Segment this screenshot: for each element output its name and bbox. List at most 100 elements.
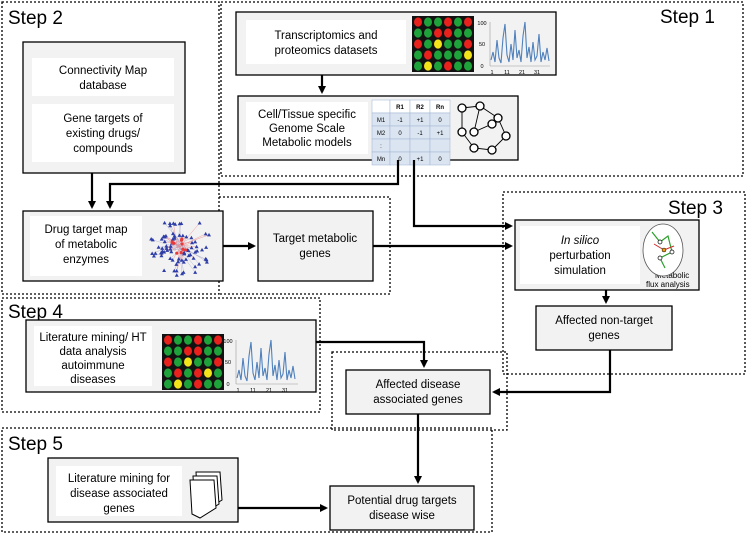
hairball-edge (178, 243, 207, 263)
gsmm-line3: Metabolic models (262, 137, 352, 149)
matrix-cell-text: Mn (377, 157, 385, 163)
mini-chart1-xtick-21: 21 (519, 70, 525, 76)
matrix-cell (389, 138, 411, 153)
heatmap-cell (434, 61, 442, 71)
hairball-node (160, 246, 165, 250)
affected-nontarget-line1: Affected non-target (555, 315, 653, 327)
hairball-node (162, 239, 167, 244)
heatmap-cell (214, 346, 222, 356)
mini-chart1-ytick-0: 0 (480, 64, 483, 70)
heatmap-cell (464, 28, 472, 38)
cmap-label-bg (32, 58, 174, 96)
hairball-hub (179, 238, 184, 242)
drug-target-line3: enzymes (63, 254, 109, 266)
affected-disease-line1: Affected disease (376, 379, 461, 391)
matrix-cell-text: 0 (398, 131, 402, 137)
heatmap-cell (454, 17, 462, 27)
hairball-node (153, 251, 158, 255)
hairball-node (193, 264, 198, 269)
step1-region (220, 1, 744, 177)
mini-chart1-xtick-11: 11 (504, 70, 510, 76)
hairball-node (194, 244, 199, 249)
heatmap-cell (214, 368, 222, 378)
heatmap-cell (174, 379, 182, 389)
heatmap-cell (194, 346, 202, 356)
hairball-node (179, 258, 184, 262)
drug-target-network-icon (149, 220, 212, 277)
hairball-node (159, 237, 164, 241)
hairball-node (177, 221, 182, 226)
matrix-cell (429, 138, 451, 153)
hairball-edge (184, 245, 197, 247)
affected-nontarget-line2: genes (588, 330, 620, 342)
drug-target-label-bg (30, 216, 142, 276)
arrow-nontarget-to-disease (492, 350, 612, 396)
hairball-node (174, 268, 179, 273)
matrix-cell-text: M2 (377, 131, 386, 137)
transcriptomics-label-bg (246, 20, 406, 64)
arrow-gsmm-to-drugmap (106, 160, 400, 209)
heatmap-cell (174, 346, 182, 356)
hairball-node (181, 270, 186, 274)
hairball-node (159, 251, 164, 255)
mini-chart2-xtick-31: 31 (282, 388, 288, 394)
mini-chart2-xtick-21: 21 (266, 388, 272, 394)
potential-line1: Potential drug targets (347, 495, 457, 507)
hairball-node (181, 260, 186, 264)
hairball-node (156, 245, 161, 249)
matrix-cell-text: +1 (417, 118, 425, 124)
insilico-line2: perturbation (549, 250, 610, 262)
heatmap-step4 (162, 334, 224, 390)
hairball-node (159, 253, 164, 258)
heatmap-step1 (412, 16, 474, 72)
mini-chart1-ytick-100: 100 (477, 21, 486, 27)
hairball-node (168, 244, 173, 248)
matrix-cell-text: 0 (438, 157, 442, 163)
hairball-node (193, 270, 198, 274)
hairball-node (164, 244, 169, 248)
potential-box (329, 485, 475, 531)
potential-line2: disease wise (369, 510, 435, 522)
step5-label: Step 5 (8, 434, 63, 455)
literature-ht-line3: autoimmune (61, 360, 124, 372)
matrix-cell-text: -1 (397, 118, 403, 124)
insilico-label-bg (520, 226, 640, 284)
hairball-edge (175, 223, 182, 246)
hairball-edge (172, 249, 180, 261)
mini-chart2-xtick-1: 1 (236, 388, 239, 394)
hairball-node (162, 250, 167, 254)
connectors (88, 75, 612, 512)
matrix-cell-text: : (380, 144, 382, 150)
hairball-edge (178, 246, 183, 274)
matrix-cell-text: 0 (438, 118, 442, 124)
hairball-node (172, 234, 177, 238)
hairball-hub (179, 251, 183, 255)
mini-chart2-series (236, 339, 296, 382)
insilico-line3: simulation (554, 265, 606, 277)
matrix-cell (429, 151, 451, 166)
matrix-cell-text: 0 (398, 157, 402, 163)
heatmap-cell (414, 61, 422, 71)
heatmap-cell (444, 39, 452, 49)
hairball-edge (180, 246, 184, 263)
heatmap-cell (204, 368, 212, 378)
box-texts: Transcriptomics and proteomics datasets … (39, 30, 689, 522)
hairball-node (151, 254, 156, 258)
heatmap-cell (454, 50, 462, 60)
hairball-node (176, 259, 181, 264)
insilico-line1: In silico (561, 235, 600, 247)
heatmap-cell (464, 50, 472, 60)
literature-disease-line2: disease associated (70, 488, 168, 500)
target-metabolic-line1: Target metabolic (273, 233, 358, 245)
matrix-cell-text: R1 (396, 105, 404, 111)
heatmap-cell (444, 17, 452, 27)
heatmap-cell (454, 61, 462, 71)
mini-chart-step1: 100 50 0 1 11 21 31 (477, 21, 550, 76)
gsmm-line2: Genome Scale (269, 123, 345, 135)
hairball-node (180, 233, 185, 238)
hairball-node (176, 256, 181, 261)
drug-target-line1: Drug target map (44, 224, 127, 236)
heatmap-cell (164, 368, 172, 378)
literature-ht-line4: diseases (70, 374, 116, 386)
